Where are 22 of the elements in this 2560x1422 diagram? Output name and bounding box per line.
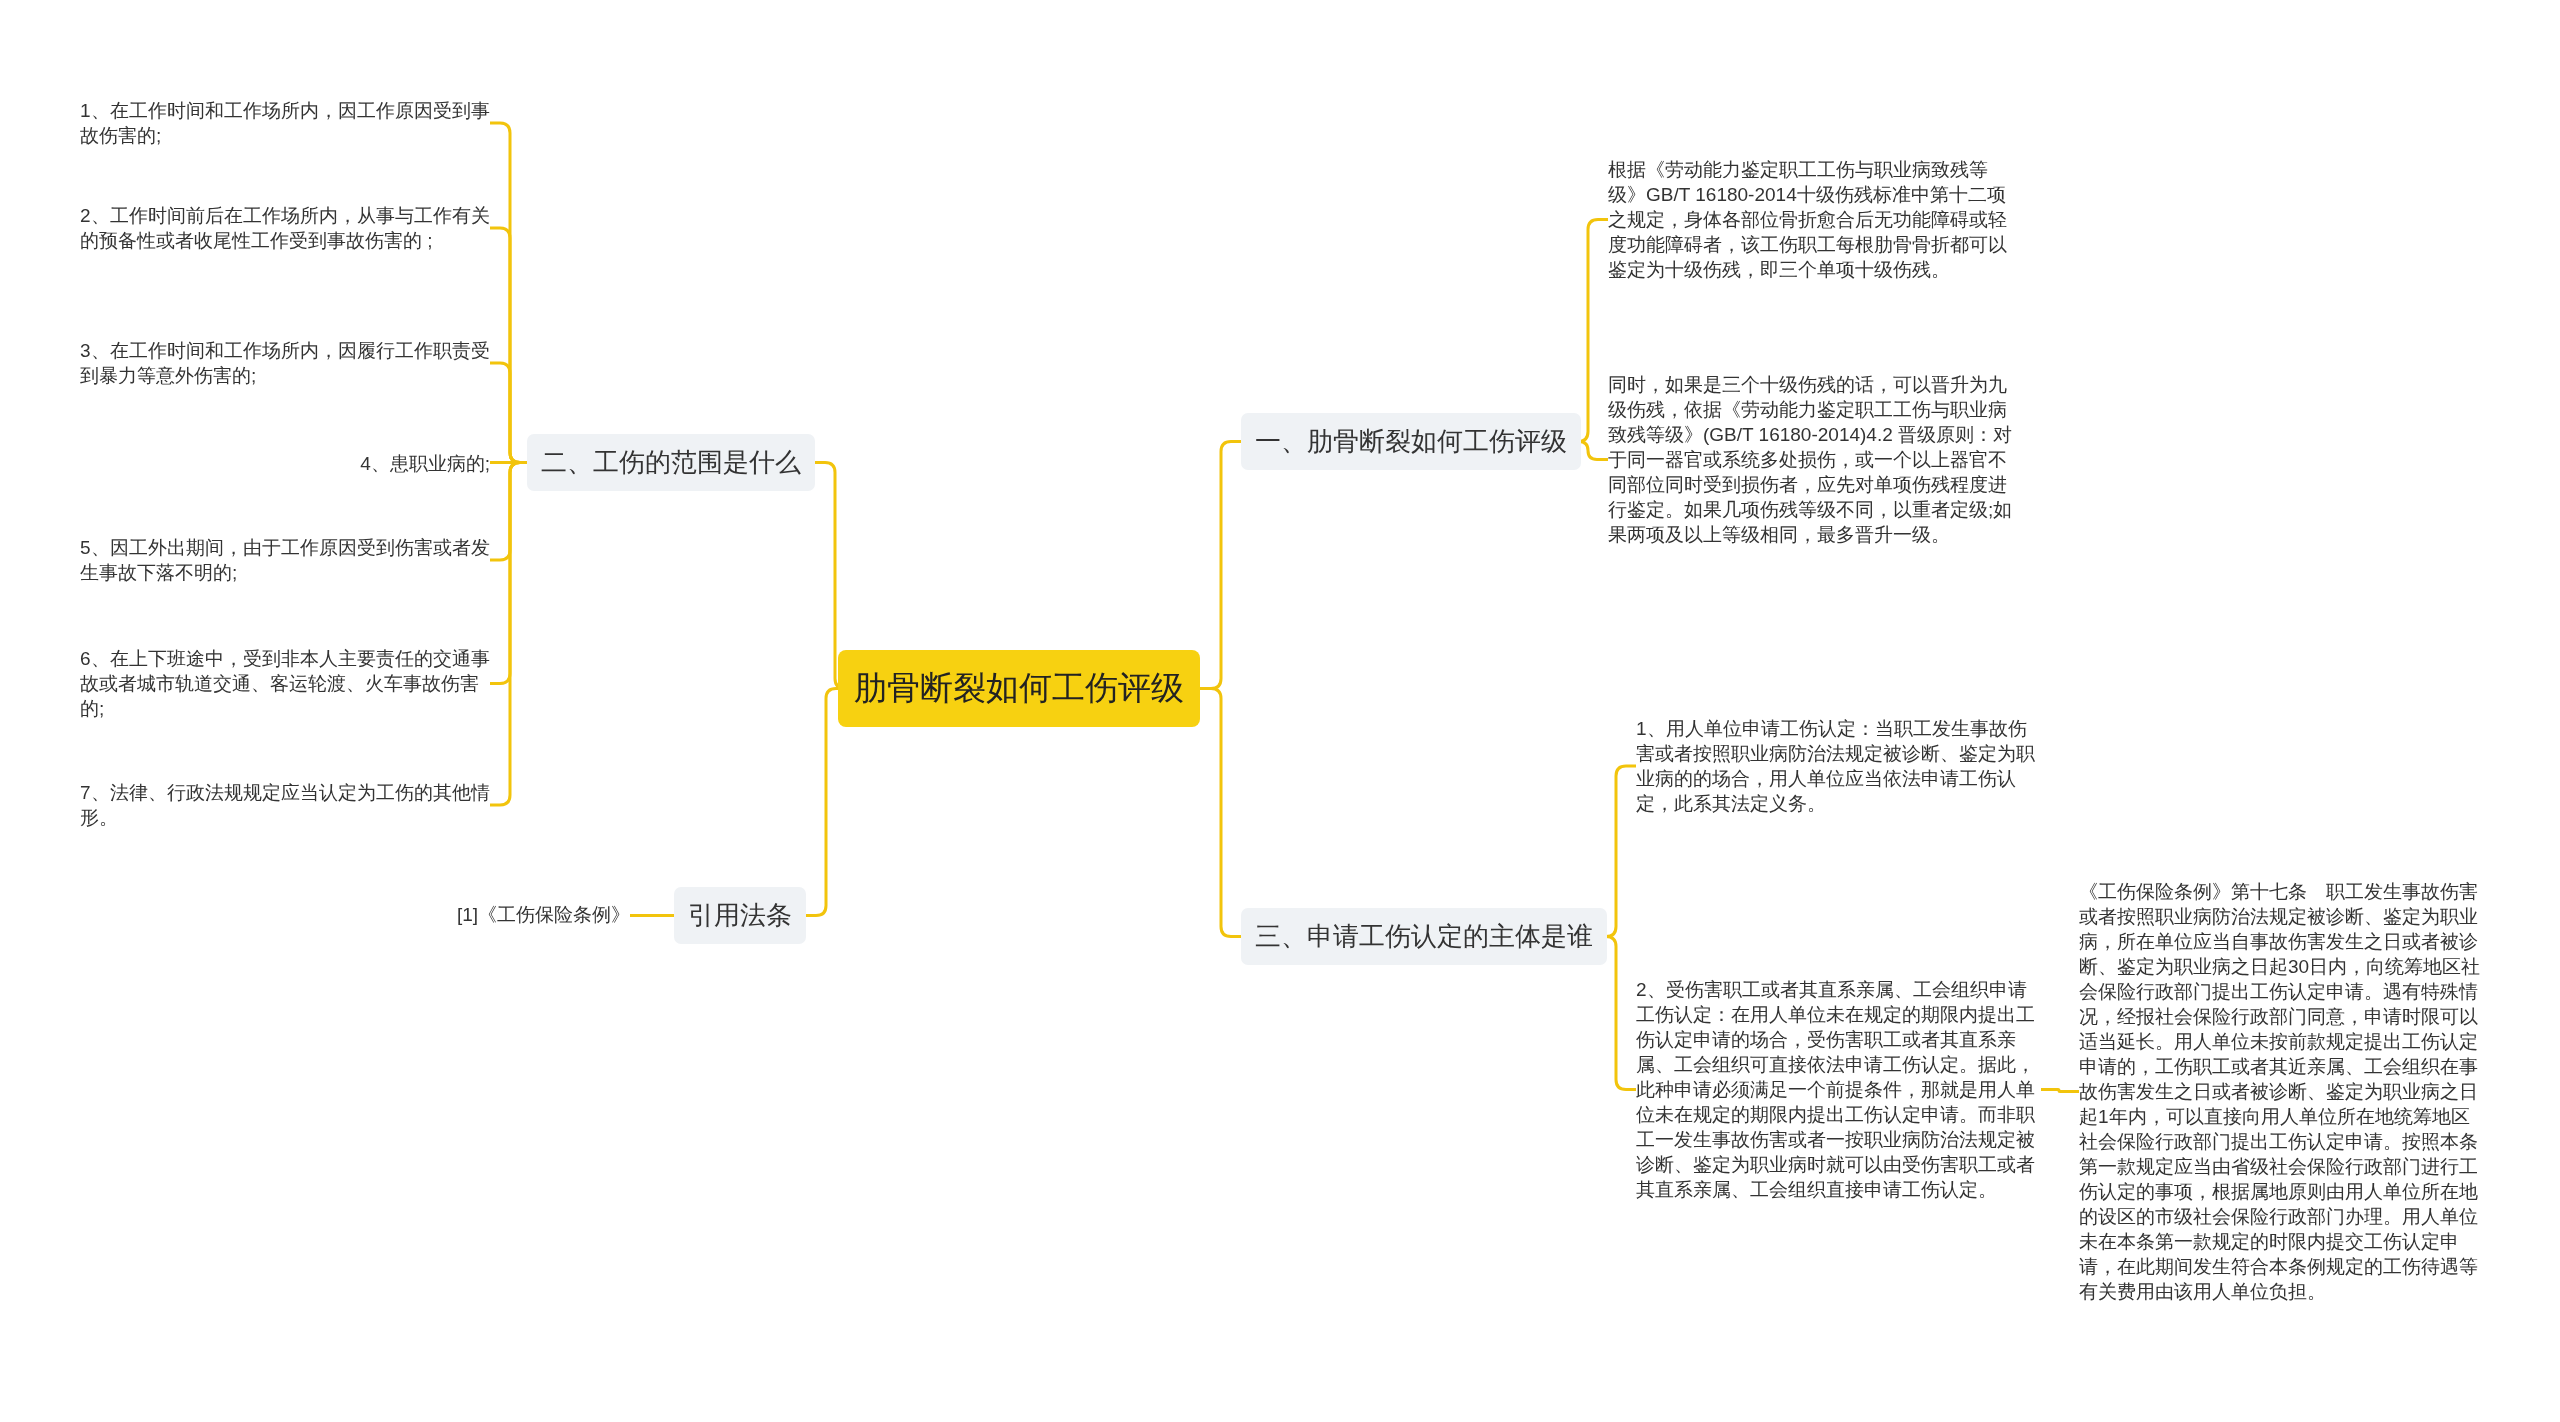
leaf-text: 1、在工作时间和工作场所内，因工作原因受到事故伤害的; (80, 98, 490, 148)
leaf-text: [1]《工伤保险条例》 (456, 902, 630, 927)
central-topic: 肋骨断裂如何工伤评级 (838, 650, 1200, 727)
branch-topic: 二、工伤的范围是什么 (527, 434, 815, 491)
leaf-text: 《工伤保险条例》第十七条 职工发生事故伤害或者按照职业病防治法规定被诊断、鉴定为职业病，所在单位应当自事故伤害发生之日或者被诊断、鉴定为职业病之日起30日内，向统筹地区社会保险行政部门提出工伤认定申请。遇有特殊情况，经报社会保险行政部门同意，申请时限可以适当延长。用人单位未按前款规定提出工伤认定申请的，工伤职工或者其近亲属、工会组织在事故伤害发生之日或者被诊断、鉴定为职业病之日起1年内，可以直接向用人单位所在地统筹地区社会保险行政部门提出工伤认定申请。按照本条第一款规定应当由省级社会保险行政部门进行工伤认定的事项，根据属地原则由用人单位所在地的设区的市级社会保险行政部门办理。用人单位未在本条第一款规定的时限内提交工伤认定申请，在此期间发生符合本条例规定的工伤待遇等有关费用由该用人单位负担。 (2079, 879, 2484, 1304)
leaf-text: 6、在上下班途中，受到非本人主要责任的交通事故或者城市轨道交通、客运轮渡、火车事故伤害的; (80, 646, 490, 721)
leaf-text: 3、在工作时间和工作场所内，因履行工作职责受到暴力等意外伤害的; (80, 338, 490, 388)
leaf-text: 2、工作时间前后在工作场所内，从事与工作有关的预备性或者收尾性工作受到事故伤害的 ; (80, 203, 490, 253)
leaf-text: 2、受伤害职工或者其直系亲属、工会组织申请工伤认定：在用人单位未在规定的期限内提出工伤认定申请的场合，受伤害职工或者其直系亲属、工会组织可直接依法申请工伤认定。据此，此种申请必须满足一个前提条件，那就是用人单位未在规定的期限内提出工伤认定申请。而非职工一发生事故伤害或者一按职业病防治法规定被诊断、鉴定为职业病时就可以由受伤害职工或者其直系亲属、工会组织直接申请工伤认定。 (1636, 977, 2041, 1202)
connector-line (806, 687, 839, 917)
branch-topic: 引用法条 (674, 887, 806, 944)
branch-topic: 三、申请工伤认定的主体是谁 (1241, 908, 1607, 965)
connector-line (630, 914, 674, 917)
leaf-text: 5、因工外出期间，由于工作原因受到伤害或者发生事故下落不明的; (80, 535, 490, 585)
leaf-text: 1、用人单位申请工伤认定：当职工发生事故伤害或者按照职业病防治法规定被诊断、鉴定为职业病的的场合，用人单位应当依法申请工伤认定，此系其法定义务。 (1636, 716, 2041, 816)
connector-line (1200, 687, 1241, 938)
connector-line (2041, 1088, 2079, 1093)
leaf-text: 7、法律、行政法规规定应当认定为工伤的其他情形。 (80, 780, 490, 830)
leaf-text: 根据《劳动能力鉴定职工工伤与职业病致残等级》GB/T 16180-2014十级伤残标准中第十二项之规定，身体各部位骨折愈合后无功能障碍或轻度功能障碍者，该工伤职工每根肋骨骨折都可以鉴定为十级伤残，即三个单项十级伤残。 (1608, 157, 2018, 282)
leaf-text: 4、患职业病的; (360, 451, 490, 476)
leaf-text: 同时，如果是三个十级伤残的话，可以晋升为九级伤残，依据《劳动能力鉴定职工工伤与职业病致残等级》(GB/T 16180-2014)4.2 晋级原则：对于同一器官或系统多处损伤，或一个以上器官不同部位同时受到损伤者，应先对单项伤残程度进行鉴定。如果几项伤残等级不同，以重者定级;如果两项及以上等级相同，最多晋升一级。 (1608, 372, 2018, 547)
branch-topic: 一、肋骨断裂如何工伤评级 (1241, 413, 1581, 470)
